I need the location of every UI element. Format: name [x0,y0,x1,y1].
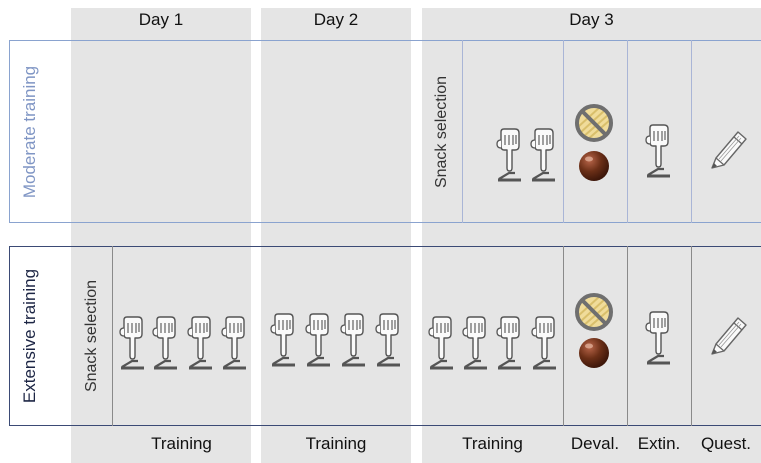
snack-selection-moderate-text: Snack selection [433,75,450,188]
phase-training-day1: Training [151,434,212,453]
chocolate-ball-icon [579,151,609,181]
hand-pressing-lever-icon [644,124,672,178]
chocolate-ball-icon [579,338,609,368]
day2-column [261,8,411,463]
hand-pressing-lever-icon [530,316,558,370]
moderate-training-label: Moderate training [9,40,51,223]
phase-extinction: Extin. [637,434,681,453]
hand-pressing-lever-icon [186,316,214,370]
hand-pressing-lever-icon [461,316,489,370]
hand-pressing-lever-icon [644,311,672,365]
pencil-icon [711,131,747,169]
hand-pressing-lever-icon [427,316,455,370]
snack-selection-moderate: Snack selection [422,40,462,223]
day3-column [422,8,761,463]
header-day3: Day 3 [569,10,614,29]
hand-pressing-lever-icon [529,128,557,182]
hand-pressing-lever-icon [118,316,146,370]
hand-pressing-lever-icon [304,313,332,367]
pencil-icon [711,317,747,355]
extensive-training-label: Extensive training [9,246,51,426]
divider-extensive-snack [112,246,113,426]
divider-extensive-quest-left [691,246,692,426]
divider-extensive-deval-left [563,246,564,426]
phase-questionnaire: Quest. [700,434,752,453]
moderate-training-text: Moderate training [20,65,39,198]
day1-column [71,8,251,463]
divider-moderate-extin-left [627,40,628,223]
extensive-training-row [9,246,761,426]
header-day1: Day 1 [138,10,184,29]
hand-pressing-lever-icon [495,316,523,370]
phase-training-day2: Training [305,434,367,453]
divider-extensive-extin-left [627,246,628,426]
hand-pressing-lever-icon [220,316,248,370]
snack-selection-extensive: Snack selection [72,246,112,426]
hand-pressing-lever-icon [269,313,297,367]
phase-devaluation: Deval. [570,434,620,453]
phase-training-day3: Training [462,434,523,453]
hand-pressing-lever-icon [339,313,367,367]
hand-pressing-lever-icon [374,313,402,367]
no-food-icon [574,103,614,143]
row-gap [0,222,761,246]
header-day2: Day 2 [313,10,359,29]
hand-pressing-lever-icon [495,128,523,182]
extensive-training-text: Extensive training [20,268,39,404]
divider-moderate-snack [462,40,463,223]
divider-moderate-quest-left [691,40,692,223]
snack-selection-extensive-text: Snack selection [83,279,100,393]
no-food-icon [574,292,614,332]
hand-pressing-lever-icon [151,316,179,370]
divider-moderate-deval-left [563,40,564,223]
moderate-training-row [9,40,761,223]
